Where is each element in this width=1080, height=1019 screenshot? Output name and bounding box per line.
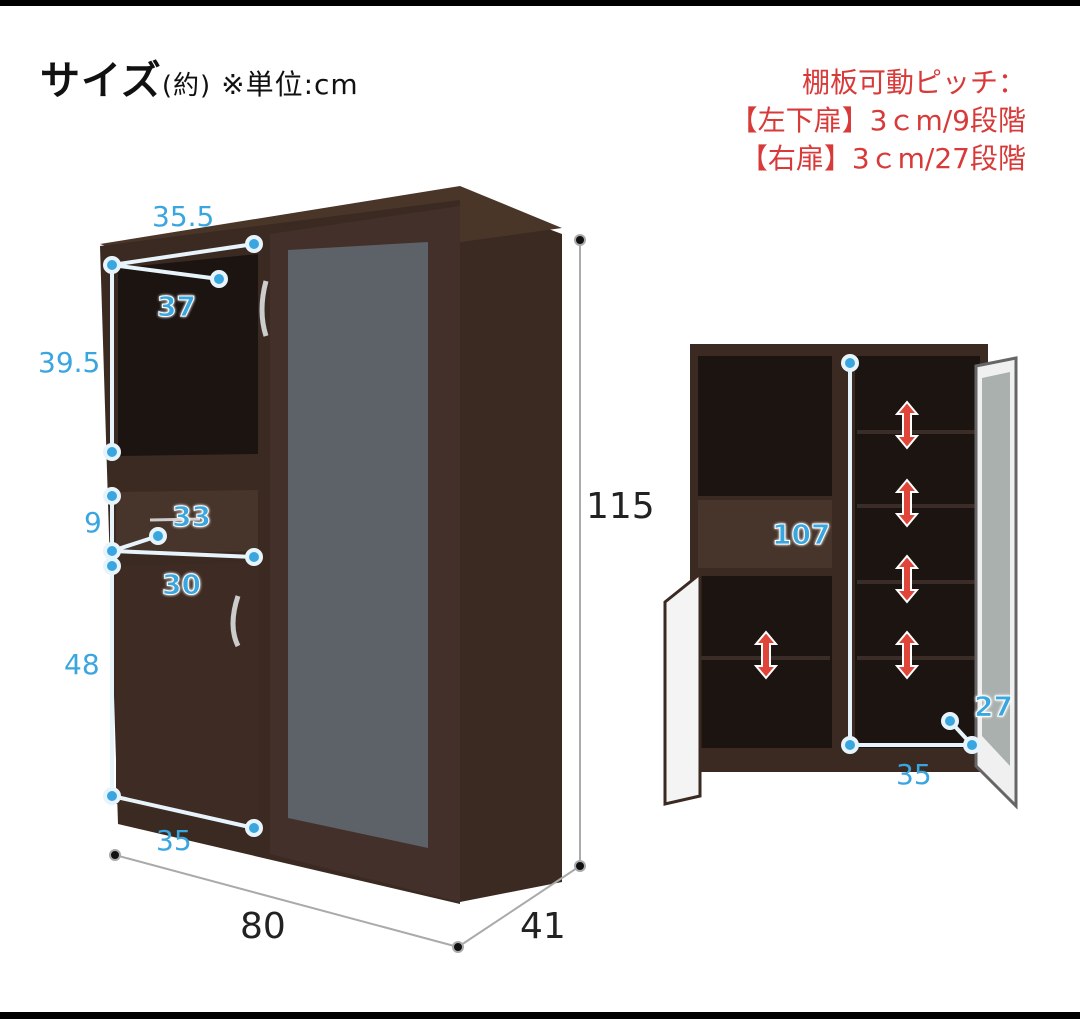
pitch-right-door: 【右扉】3ｃm/27段階 (739, 142, 1026, 175)
pitch-heading: 棚板可動ピッチ： (801, 66, 1026, 99)
dim-total-width: 80 (240, 906, 286, 947)
dim-right-inner-width: 35 (896, 758, 932, 791)
size-title: サイズ(約) ※単位:cm (40, 48, 359, 106)
dim-right-inner-height: 107 (771, 518, 831, 552)
dim-open-shelf-depth: 37 (157, 290, 197, 324)
dim-open-shelf-height: 39.5 (38, 346, 101, 379)
pitch-left-door: 【左下扉】3ｃm/9段階 (729, 104, 1026, 137)
dim-drawer-width: 33 (172, 500, 212, 534)
dim-drawer-depth: 30 (162, 568, 202, 602)
dim-open-shelf-width: 35.5 (152, 200, 215, 233)
title-main: サイズ (40, 58, 162, 104)
cabinet-illustration (100, 186, 1018, 953)
unit-note: ※単位:cm (221, 68, 359, 101)
title-approx: (約) (161, 71, 212, 101)
shelf-pitch-note: 棚板可動ピッチ： 【左下扉】3ｃm/9段階 【右扉】3ｃm/27段階 (730, 64, 1026, 178)
dim-total-depth: 41 (520, 906, 566, 947)
diagram-canvas: サイズ(約) ※単位:cm 棚板可動ピッチ： 【左下扉】3ｃm/9段階 【右扉】3… (0, 6, 1080, 1012)
dim-right-inner-depth: 27 (974, 690, 1014, 724)
dim-lower-door-height: 48 (64, 648, 100, 681)
dim-total-height: 115 (586, 486, 655, 527)
dim-lower-width: 35 (156, 824, 192, 857)
dim-drawer-height: 9 (84, 506, 102, 539)
